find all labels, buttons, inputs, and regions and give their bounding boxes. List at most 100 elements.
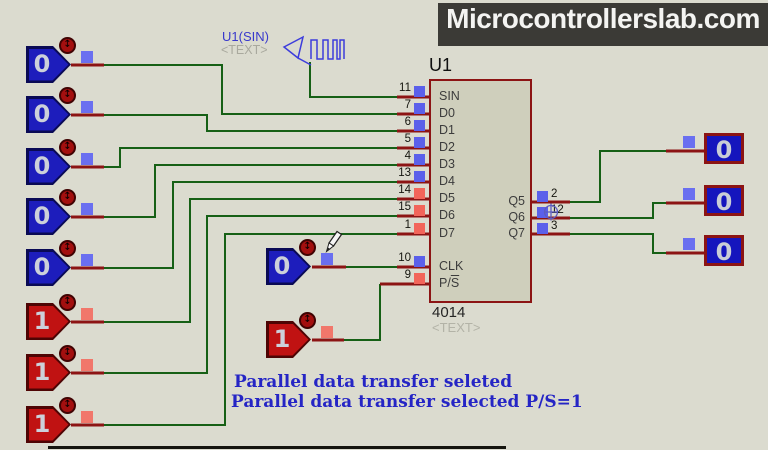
pin-label: SIN xyxy=(439,89,460,103)
watermark: Microcontrollerslab.com xyxy=(438,3,768,46)
pin-state-square xyxy=(414,103,425,114)
logic-output-q7[interactable]: 0 xyxy=(704,235,744,266)
pin-state-square xyxy=(537,223,548,234)
state-indicator-square xyxy=(81,153,93,165)
pulse-generator-icon xyxy=(282,35,345,66)
pin-number: 14 xyxy=(398,184,411,196)
input-value: 0 xyxy=(273,251,291,280)
pin-number: 3 xyxy=(551,220,558,232)
wire-in6-to-d5 xyxy=(104,198,397,323)
pin-state-square xyxy=(414,205,425,216)
toggle-button-icon[interactable]: ↕ xyxy=(59,240,76,257)
pin-label: D0 xyxy=(439,106,455,120)
state-indicator-square xyxy=(321,326,333,338)
generator-label: U1(SIN) xyxy=(222,29,269,44)
toggle-button-icon[interactable]: ↕ xyxy=(59,139,76,156)
pin-state-square xyxy=(414,188,425,199)
state-indicator-square xyxy=(81,254,93,266)
input-value: 1 xyxy=(33,357,51,386)
pin-label: D3 xyxy=(439,157,455,171)
bottom-edge-line xyxy=(48,446,506,449)
ic-part-number: 4014 xyxy=(432,304,466,321)
pin-label: D7 xyxy=(439,226,455,240)
toggle-button-icon[interactable]: ↕ xyxy=(59,189,76,206)
pin-label: D2 xyxy=(439,140,455,154)
output-value: 0 xyxy=(715,238,733,266)
input-value: 1 xyxy=(33,306,51,335)
pin-state-square xyxy=(414,86,425,97)
toggle-button-icon[interactable]: ↕ xyxy=(59,397,76,414)
ic-subtext: <TEXT> xyxy=(432,320,481,335)
pencil-cursor-icon xyxy=(325,230,343,253)
state-indicator-square xyxy=(81,203,93,215)
toggle-button-icon[interactable]: ↕ xyxy=(59,345,76,362)
state-indicator-square xyxy=(81,101,93,113)
logic-output-q6[interactable]: 0 xyxy=(704,185,744,216)
pin-number: 11 xyxy=(399,82,411,94)
ic-4014-body[interactable] xyxy=(429,79,532,303)
state-indicator-square xyxy=(81,359,93,371)
input-value: 0 xyxy=(33,99,51,128)
pin-state-square xyxy=(414,273,425,284)
ps-label-s: S xyxy=(450,276,460,290)
pin-number: 6 xyxy=(404,116,411,128)
pin-label: D4 xyxy=(439,174,455,188)
input-value: 1 xyxy=(273,324,291,353)
pin-state-square xyxy=(537,191,548,202)
toggle-button-icon[interactable]: ↕ xyxy=(299,312,316,329)
state-indicator-square xyxy=(81,51,93,63)
pin-number: 4 xyxy=(404,150,411,162)
pin-label: D6 xyxy=(439,208,455,222)
pin-number: 12 xyxy=(551,204,564,216)
pin-state-square xyxy=(414,137,425,148)
wire-in5-to-d4 xyxy=(104,181,397,269)
state-indicator-square xyxy=(81,411,93,423)
pin-state-square xyxy=(537,207,548,218)
caption-line-1: Parallel data transfer seleted xyxy=(234,372,513,392)
pin-label: D1 xyxy=(439,123,455,137)
output-value: 0 xyxy=(715,136,733,164)
generator-subtext: <TEXT> xyxy=(221,43,268,57)
pin-number: 2 xyxy=(551,188,558,200)
toggle-button-icon[interactable]: ↕ xyxy=(59,294,76,311)
wire-ps xyxy=(344,284,381,341)
state-indicator-square xyxy=(321,253,333,265)
wire-gen-to-sin xyxy=(309,62,397,98)
toggle-button-icon[interactable]: ↕ xyxy=(299,239,316,256)
wire-in2-to-d1 xyxy=(104,114,397,132)
pin-state-square xyxy=(414,256,425,267)
state-indicator-square xyxy=(81,308,93,320)
pin-number: 10 xyxy=(398,252,411,264)
pin-number: 1 xyxy=(404,219,411,231)
wire-q7-out xyxy=(570,233,666,254)
pin-number: 7 xyxy=(404,99,411,111)
pin-label: CLK xyxy=(439,259,464,273)
pin-number: 13 xyxy=(398,167,411,179)
caption-line-2: Parallel data transfer selected P/S=1 xyxy=(231,392,583,412)
ps-label-prefix: P/ xyxy=(439,276,451,290)
pin-state-square xyxy=(414,223,425,234)
pin-label: Q6 xyxy=(508,210,525,224)
toggle-button-icon[interactable]: ↕ xyxy=(59,37,76,54)
state-indicator-square xyxy=(683,188,695,200)
input-value: 0 xyxy=(33,151,51,180)
pin-label: Q5 xyxy=(508,194,525,208)
input-value: 0 xyxy=(33,252,51,281)
input-value: 1 xyxy=(33,409,51,438)
wire-in3-to-d2 xyxy=(104,147,397,168)
wire-in7-to-d6 xyxy=(104,215,397,374)
output-value: 0 xyxy=(715,188,733,216)
pin-state-square xyxy=(414,120,425,131)
pin-label: D5 xyxy=(439,191,455,205)
wire-q5-out xyxy=(570,150,666,203)
ic-reference: U1 xyxy=(429,55,453,75)
wire-in4-to-d3 xyxy=(104,164,397,218)
pin-state-square xyxy=(414,171,425,182)
input-value: 0 xyxy=(33,49,51,78)
pin-number: 9 xyxy=(404,269,411,281)
state-indicator-square xyxy=(683,238,695,250)
pin-label: Q7 xyxy=(508,226,525,240)
logic-output-q5[interactable]: 0 xyxy=(704,133,744,164)
toggle-button-icon[interactable]: ↕ xyxy=(59,87,76,104)
